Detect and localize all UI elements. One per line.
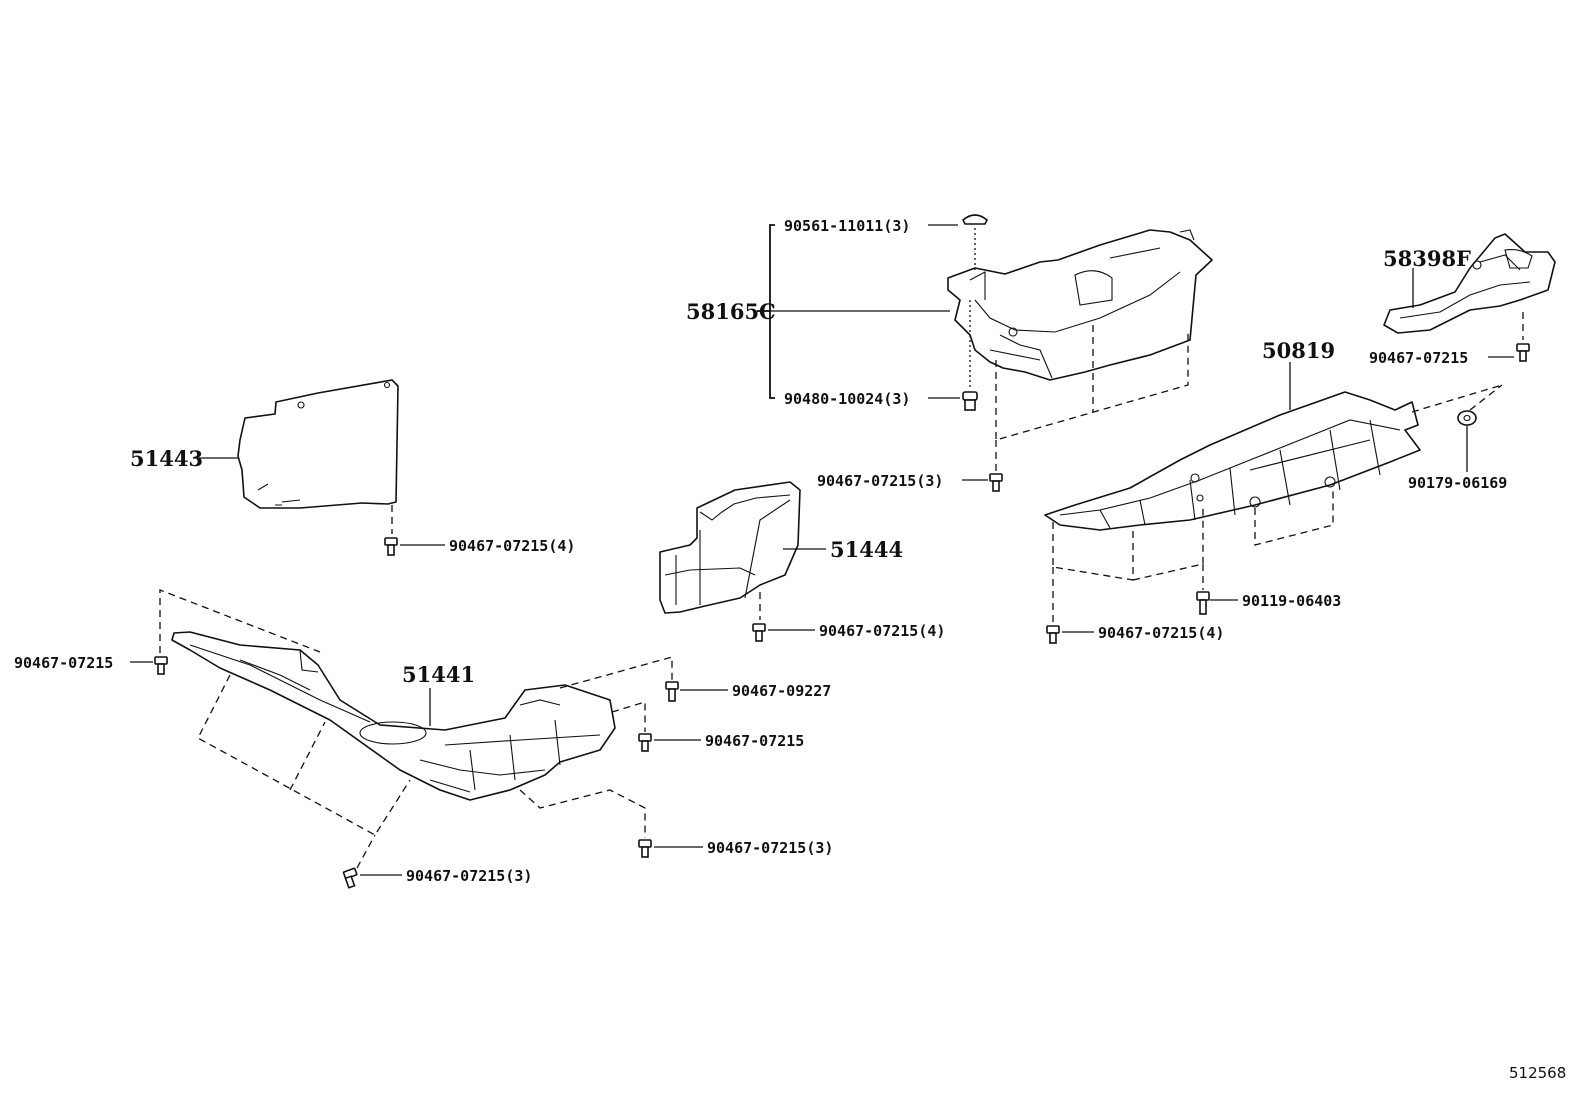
label-51441-mid-clip: 90467-07215: [705, 732, 804, 750]
part-50819-dash-lines: [1052, 384, 1503, 622]
label-50819-bolt: 90119-06403: [1242, 592, 1341, 610]
label-50819-washer: 90179-06169: [1408, 474, 1507, 492]
part-51441-shape: [171, 631, 616, 801]
label-50819-clip: 90467-07215(4): [1098, 624, 1224, 642]
label-51441-left-clip: 90467-07215: [14, 654, 113, 672]
fastener-51441-right3: [638, 839, 703, 858]
fastener-51441-mid: [638, 733, 701, 752]
part-50819-shape: [1044, 391, 1421, 531]
label-51444: 51444: [830, 537, 903, 562]
part-51443-shape: [237, 379, 399, 509]
fastener-51441-09227: [665, 681, 728, 702]
fastener-51444-clip: [752, 592, 815, 642]
label-51443-clip: 90467-07215(4): [449, 537, 575, 555]
part-58398f-shape: [1383, 233, 1556, 334]
label-58165c-clip: 90467-07215(3): [817, 472, 943, 490]
label-51441-09227: 90467-09227: [732, 682, 831, 700]
fastener-50819-bolt: [1196, 591, 1238, 615]
part-51441-dash-lines: [159, 589, 673, 869]
fastener-50819-washer: [1457, 410, 1477, 472]
label-51441-right3-clip: 90467-07215(3): [707, 839, 833, 857]
fastener-58165c-nut: [928, 300, 978, 411]
part-51444-shape: [659, 481, 801, 614]
fastener-58165c-clip: [962, 473, 1003, 492]
label-51441-bottom3-clip: 90467-07215(3): [406, 867, 532, 885]
label-51441: 51441: [402, 662, 475, 687]
fastener-51441-bottom3: [342, 867, 402, 889]
fastener-58398f-clip: [1488, 312, 1530, 362]
fastener-51443-clip: [384, 505, 445, 556]
label-58398f-clip: 90467-07215: [1369, 349, 1468, 367]
part-58165c-shape: [947, 229, 1213, 381]
label-58398f: 58398F: [1383, 246, 1471, 271]
label-58165c-plug: 90561-11011(3): [784, 217, 910, 235]
label-50819: 50819: [1262, 338, 1335, 363]
label-51444-clip: 90467-07215(4): [819, 622, 945, 640]
part-58165c-bracket: [757, 224, 775, 399]
label-51443: 51443: [130, 446, 203, 471]
part-58165c-dash-lines: [995, 325, 1189, 472]
fastener-50819-clip: [1046, 625, 1094, 644]
fastener-58165c-plug: [928, 214, 988, 272]
figure-number: 512568: [1509, 1064, 1566, 1082]
label-58165c-nut: 90480-10024(3): [784, 390, 910, 408]
fastener-51441-left: [130, 656, 168, 675]
